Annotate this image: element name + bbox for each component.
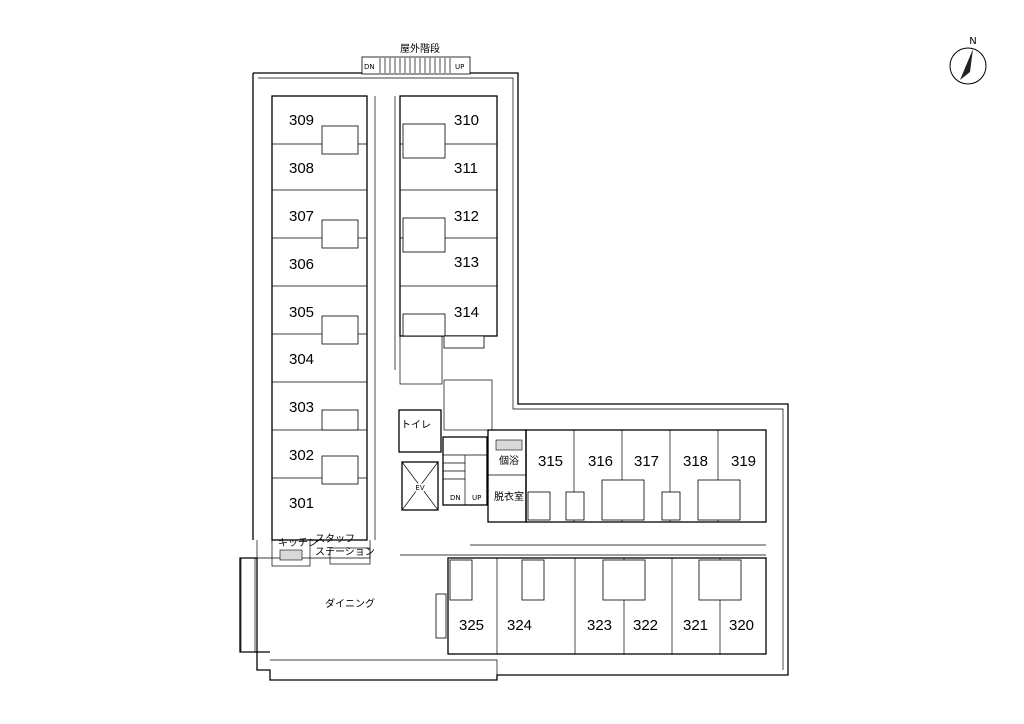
room-309: 309 [289, 112, 314, 129]
room-302: 302 [289, 447, 314, 464]
service-core: トイレ DN UP EV [398, 335, 493, 511]
room-labels-east-upper: 315 316 317 318 319 [538, 453, 756, 470]
building-outline [239, 72, 789, 681]
outdoor-stairs: 屋外階段 DN UP [361, 42, 471, 75]
dining-label: ダイニング [325, 597, 375, 610]
staff-station-label-1: スタッフ [315, 533, 355, 545]
room-304: 304 [289, 351, 314, 368]
room-312: 312 [454, 208, 479, 225]
east-wing-lower-rooms: 325 324 323 322 321 320 [435, 557, 767, 655]
room-306: 306 [289, 256, 314, 273]
core-stairs-dn: DN [450, 494, 461, 502]
core-stairs-up: UP [472, 494, 481, 502]
dressing-room-label: 脱衣室 [494, 490, 524, 503]
east-wing-upper-rooms: 315 316 317 318 319 [525, 429, 767, 523]
room-308: 308 [289, 160, 314, 177]
room-324: 324 [507, 617, 532, 634]
private-bath-label: 個浴 [499, 454, 519, 467]
room-314: 314 [454, 304, 479, 321]
common-area: キッチン スタッフ ステーション ダイニング [271, 533, 375, 610]
bath-area: 個浴 脱衣室 [487, 429, 527, 523]
west-wing-right-rooms: 310 311 312 313 314 [399, 95, 498, 349]
elevator-label: EV [415, 484, 424, 492]
room-301: 301 [289, 495, 314, 512]
outdoor-stairs-dn: DN [364, 63, 375, 71]
north-arrow: N [949, 36, 987, 85]
staff-station-label-2: ステーション [315, 547, 375, 558]
room-310: 310 [454, 112, 479, 129]
room-305: 305 [289, 304, 314, 321]
room-320: 320 [729, 617, 754, 634]
room-307: 307 [289, 208, 314, 225]
west-wing-left-rooms: 309 308 307 306 305 304 303 302 301 [271, 95, 368, 541]
north-label: N [969, 36, 976, 47]
room-317: 317 [634, 453, 659, 470]
room-labels-left: 309 308 307 306 305 304 303 302 301 [289, 112, 314, 512]
room-323: 323 [587, 617, 612, 634]
room-labels-east-lower: 325 324 323 322 321 320 [459, 617, 754, 634]
room-318: 318 [683, 453, 708, 470]
room-313: 313 [454, 254, 479, 271]
room-303: 303 [289, 399, 314, 416]
toilet-label: トイレ [401, 420, 431, 431]
room-labels-right: 310 311 312 313 314 [454, 112, 479, 321]
room-311: 311 [454, 160, 478, 177]
room-325: 325 [459, 617, 484, 634]
outdoor-stairs-label: 屋外階段 [400, 42, 440, 55]
room-315: 315 [538, 453, 563, 470]
room-319: 319 [731, 453, 756, 470]
kitchen-label: キッチン [278, 537, 318, 549]
room-316: 316 [588, 453, 613, 470]
outdoor-stairs-up: UP [455, 63, 464, 71]
room-321: 321 [683, 617, 708, 634]
room-322: 322 [633, 617, 658, 634]
